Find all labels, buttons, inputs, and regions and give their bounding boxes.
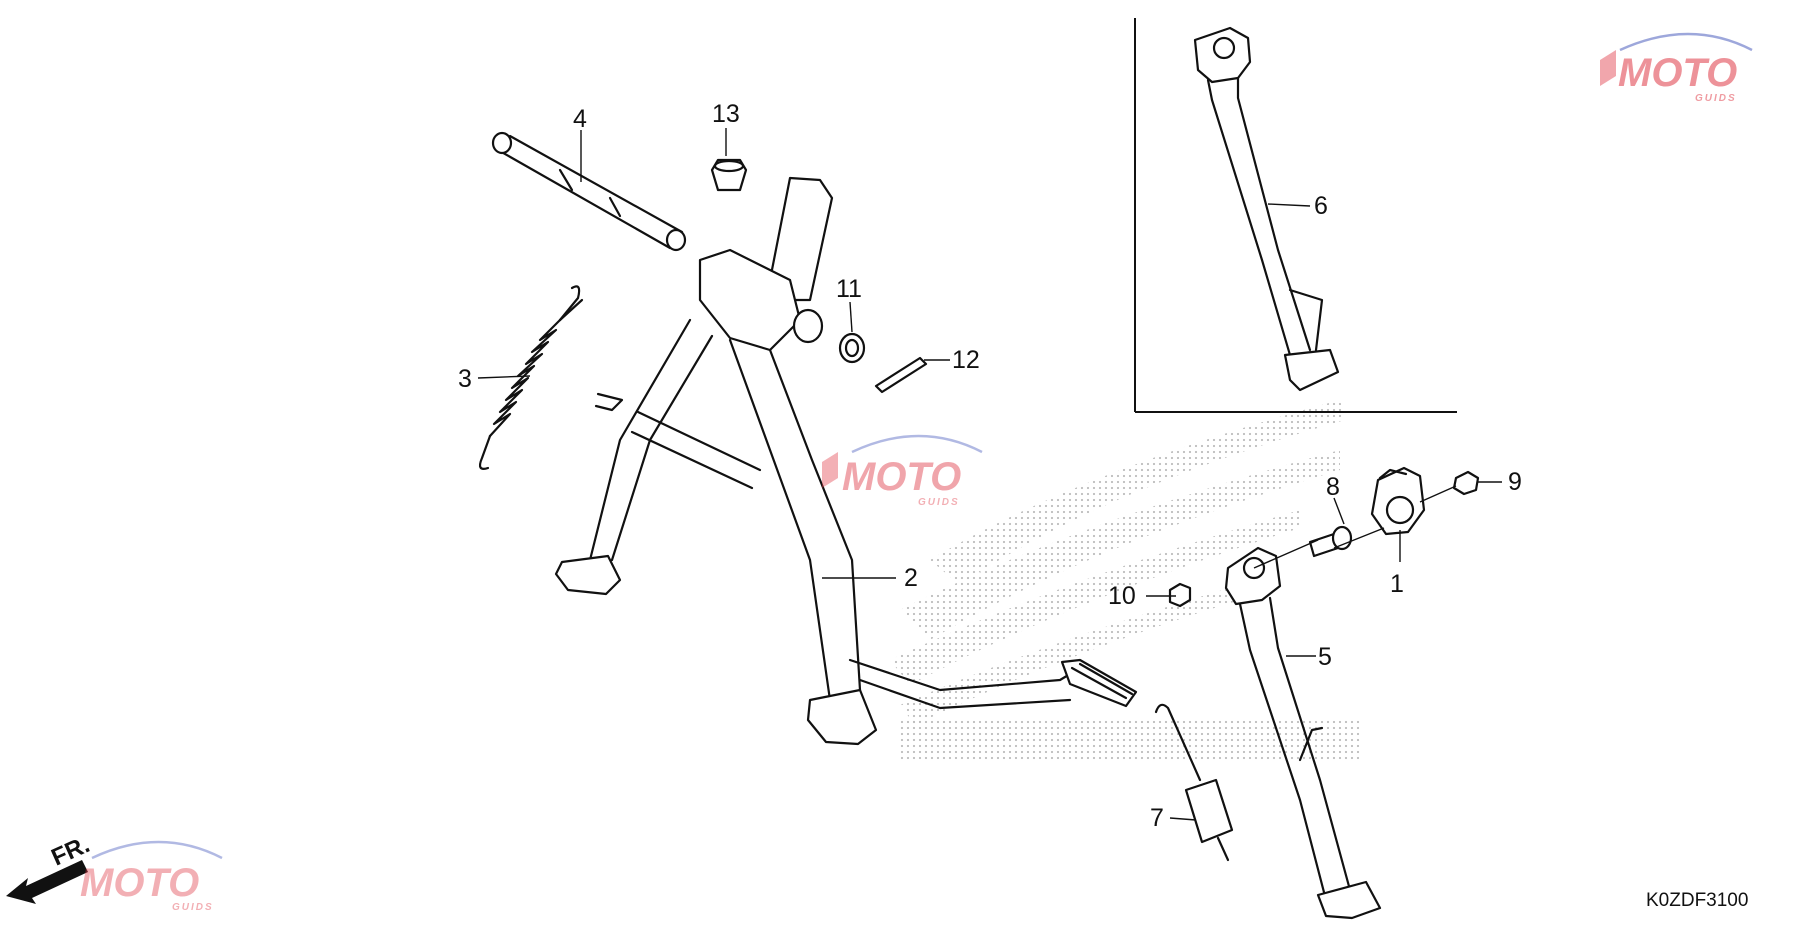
front-arrow-icon	[6, 860, 88, 904]
callout-6: 6	[1314, 192, 1328, 220]
callout-10: 10	[1108, 582, 1136, 610]
callout-9: 9	[1508, 468, 1522, 496]
part-1-switch	[1370, 466, 1426, 536]
watermark-top-right: MOTO GUIDS	[1600, 32, 1753, 104]
watermark-bottom-left: MOTO GUIDS	[80, 840, 223, 913]
watermark-brand: MOTO	[842, 455, 961, 499]
part-7-spring-sleeve	[1154, 703, 1234, 862]
part-6-side-stand-inset	[1193, 26, 1340, 392]
part-9-bolt	[1452, 470, 1480, 496]
drawing-code: K0ZDF3100	[1646, 890, 1748, 911]
part-5-side-stand	[1224, 546, 1382, 920]
watermark-brand: MOTO	[80, 861, 199, 905]
watermark-tagline: GUIDS	[918, 497, 960, 508]
watermark-tagline: GUIDS	[1695, 93, 1737, 104]
watermark-center: MOTO GUIDS	[822, 434, 983, 508]
inset-frame	[1134, 18, 1457, 413]
callout-8: 8	[1326, 473, 1340, 501]
part-13-cap	[710, 158, 748, 192]
callout-3: 3	[458, 365, 472, 393]
dotted-brand-mark	[890, 400, 1360, 760]
part-12-cotter-pin	[874, 356, 928, 394]
callout-5: 5	[1318, 643, 1332, 671]
watermark-tagline: GUIDS	[172, 902, 214, 913]
callout-11: 11	[836, 275, 862, 303]
callout-7: 7	[1150, 804, 1164, 832]
callout-1: 1	[1390, 570, 1404, 598]
part-4-pivot-shaft	[491, 131, 687, 252]
callout-labels: 1 2 3 4 5 6 7 8 9 10 11 12 13	[458, 100, 1522, 832]
leader-lines	[477, 128, 1502, 821]
part-10-nut	[1168, 582, 1192, 608]
callout-13: 13	[712, 100, 740, 128]
callout-12: 12	[952, 346, 980, 374]
part-2-main-stand	[554, 176, 1138, 746]
callout-4: 4	[573, 105, 587, 133]
watermark-brand: MOTO	[1618, 51, 1737, 95]
part-11-washer	[838, 332, 866, 364]
callout-2: 2	[904, 564, 918, 592]
part-3-spring	[478, 285, 584, 470]
